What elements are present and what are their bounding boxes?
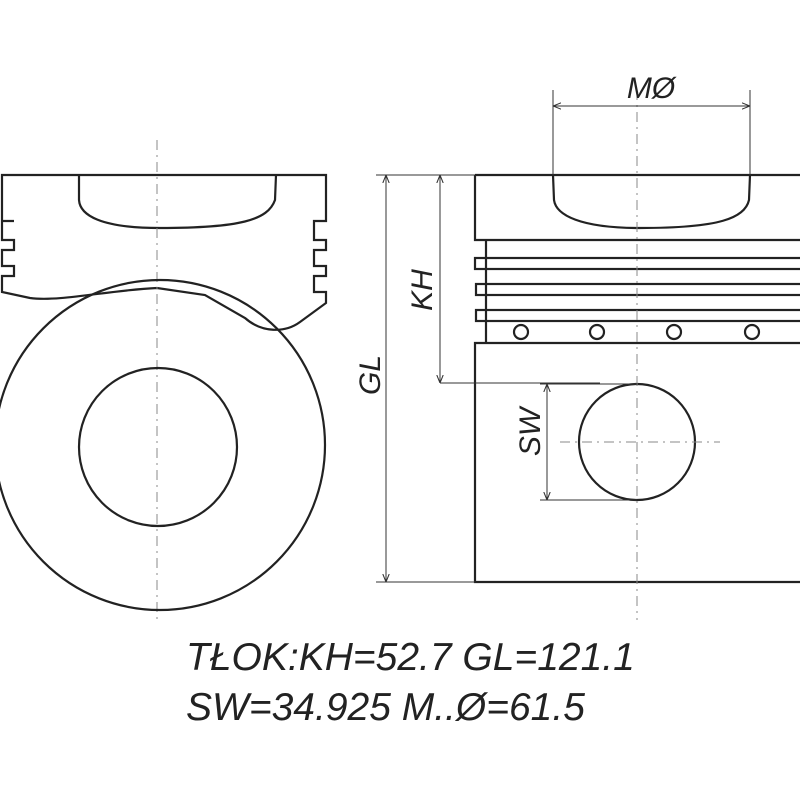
piston-inner-circle — [77, 366, 239, 528]
dimension-label-gl: GL — [354, 355, 387, 395]
dimension-gl: GL — [354, 174, 475, 583]
dimension-mo: MØ — [552, 72, 751, 175]
dimension-label-kh: KH — [406, 269, 439, 311]
piston-side-section — [0, 140, 328, 620]
spec-line-2: SW=34.925 M..Ø=61.5 — [186, 686, 585, 729]
oil-holes — [512, 323, 761, 341]
dimension-label-sw: SW — [514, 405, 547, 456]
spec-line-1: TŁOK:KH=52.7 GL=121.1 — [186, 636, 635, 679]
dimension-label-mo: MØ — [627, 72, 677, 105]
piston-front-view — [473, 90, 800, 620]
dimension-kh: KH — [406, 175, 600, 384]
piston-outer-circle — [0, 278, 327, 612]
dimension-sw: SW — [514, 383, 637, 501]
